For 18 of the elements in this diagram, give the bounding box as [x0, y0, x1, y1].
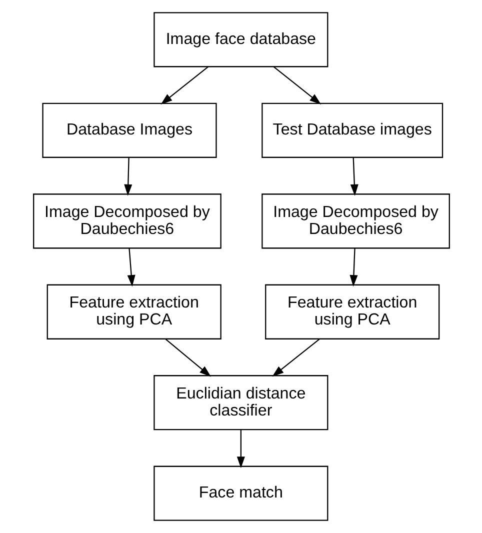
node-box: Image face database [153, 12, 328, 68]
arrow [272, 338, 320, 377]
node-box: Feature extraction using PCA [264, 284, 440, 340]
arrow [124, 158, 132, 196]
arrow [272, 66, 321, 104]
node-box: Image Decomposed by Daubechies6 [261, 194, 450, 249]
arrow [350, 158, 358, 196]
node-box: Database Images [42, 102, 216, 158]
arrow [164, 338, 211, 377]
node-box: Image Decomposed by Daubechies6 [32, 194, 221, 249]
arrow [160, 66, 208, 104]
node-box: Face match [153, 466, 328, 521]
arrow [126, 248, 135, 287]
node-box: Feature extraction using PCA [46, 284, 221, 340]
arrow [236, 430, 244, 468]
arrow [349, 248, 358, 287]
node-box: Test Database images [261, 102, 443, 158]
node-box: Euclidian distance classifier [153, 375, 328, 430]
